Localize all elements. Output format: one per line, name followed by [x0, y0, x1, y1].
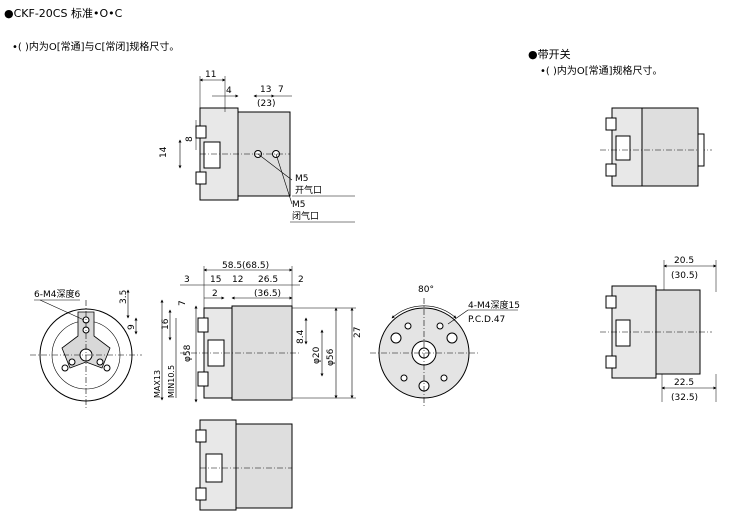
dim-325: (32.5): [671, 393, 698, 403]
dim-13: 13: [260, 85, 271, 95]
dim-min105: MIN10.5: [167, 365, 176, 398]
switch-title: ●带开关: [528, 48, 571, 61]
header-note: •( )内为O[常通]与C[常闭]规格尺寸。: [12, 42, 180, 53]
rear-tap-label: 4-M4深度15: [468, 299, 520, 311]
dim-3: 3: [184, 275, 190, 285]
dim-phi20: φ20: [312, 346, 322, 364]
dim-225: 22.5: [674, 378, 694, 388]
dim-8: 8: [185, 136, 195, 142]
switch-top-view: [600, 107, 712, 187]
bottom-view: [195, 419, 293, 511]
dim-27: 27: [353, 327, 363, 338]
side-view: 58.5(68.5) 3 15 12 26.5 (36.5) 2 7 2 16 …: [153, 261, 363, 403]
dim-35: 3.5: [119, 290, 129, 304]
dim-12: 12: [232, 275, 243, 285]
dim-max13: MAX13: [153, 370, 162, 398]
header-title: ●CKF-20CS 标准•O•C: [4, 5, 122, 21]
dim-265: 26.5: [258, 275, 278, 285]
title-text: CKF-20CS 标准•O•C: [13, 7, 123, 20]
port-m5-open: M5: [295, 174, 309, 184]
dim-23: (23): [257, 99, 275, 109]
dim-16: 16: [161, 318, 171, 330]
front-tap-label: 6-M4深度6: [34, 288, 80, 300]
dim-phi58: φ58: [183, 344, 193, 362]
port-open-label: 开气口: [295, 184, 322, 196]
dim-2-side: 2: [212, 289, 218, 299]
angle-80: 80°: [418, 285, 434, 295]
dim-205: 20.5: [674, 256, 694, 266]
dim-14: 14: [159, 146, 169, 158]
dim-305: (30.5): [671, 271, 698, 281]
switch-note: •( )内为O[常通]规格尺寸。: [540, 66, 663, 77]
dim-2-right: 2: [298, 275, 304, 285]
dim-11: 11: [205, 70, 216, 80]
port-m5-close: M5: [292, 200, 306, 210]
dim-7-side: 7: [178, 300, 188, 306]
dim-15: 15: [210, 275, 221, 285]
switch-side-view: 20.5 (30.5) 22.5 (32.5): [600, 256, 717, 403]
dim-585: 58.5(68.5): [222, 261, 269, 271]
rear-view: 80° 4-M4深度15 P.C.D.47: [370, 285, 520, 408]
dim-84: 8.4: [296, 329, 306, 344]
bullet: ●: [4, 7, 14, 20]
front-view: 6-M4深度6 3.5 9: [30, 288, 142, 410]
rear-pcd-label: P.C.D.47: [468, 315, 505, 325]
dim-9: 9: [127, 324, 137, 330]
dim-phi56: φ56: [326, 348, 336, 366]
dim-365: (36.5): [254, 289, 281, 299]
dim-7: 7: [278, 85, 284, 95]
top-view: 11 4 13 (23) 7 14 8 M5 开气口 M5 闭气口: [159, 70, 355, 223]
dim-4: 4: [226, 86, 232, 96]
port-close-label: 闭气口: [292, 210, 319, 222]
